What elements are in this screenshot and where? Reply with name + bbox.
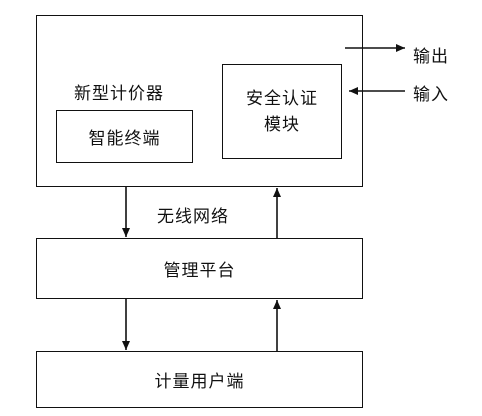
security-module-line2: 模块 xyxy=(264,114,300,135)
wireless-network-label: 无线网络 xyxy=(157,207,229,227)
metering-user-end-box: 计量用户端 xyxy=(36,351,363,408)
smart-terminal-label: 智能终端 xyxy=(88,129,161,149)
security-module-line1: 安全认证 xyxy=(246,88,318,109)
input-label: 输入 xyxy=(413,85,449,105)
management-platform-box: 管理平台 xyxy=(36,238,363,299)
security-module-box: 安全认证 模块 xyxy=(222,64,342,159)
output-label: 输出 xyxy=(413,47,449,67)
smart-terminal-box: 智能终端 xyxy=(56,110,193,163)
new-meter-title: 新型计价器 xyxy=(74,84,164,104)
metering-user-end-label: 计量用户端 xyxy=(154,372,245,392)
management-platform-label: 管理平台 xyxy=(163,261,236,281)
